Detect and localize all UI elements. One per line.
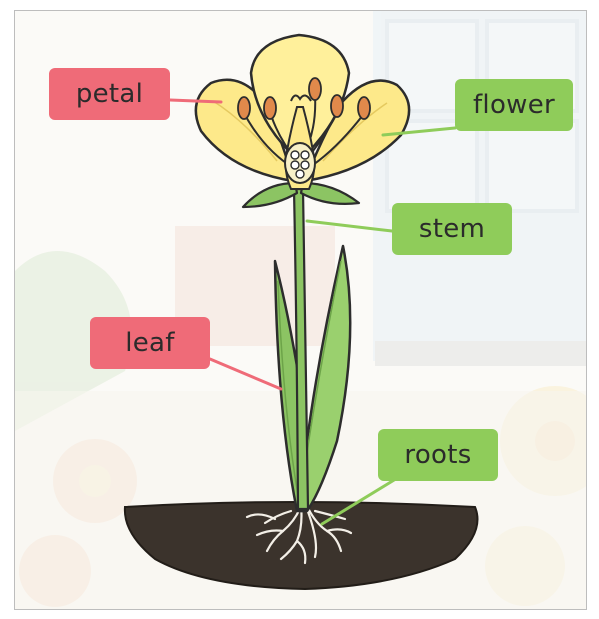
label-roots: roots <box>378 429 498 481</box>
label-leaf: leaf <box>90 317 210 369</box>
diagram-frame: petal flower stem leaf roots <box>14 10 587 610</box>
label-petal: petal <box>49 68 170 120</box>
label-flower: flower <box>455 79 573 131</box>
label-stem: stem <box>392 203 512 255</box>
